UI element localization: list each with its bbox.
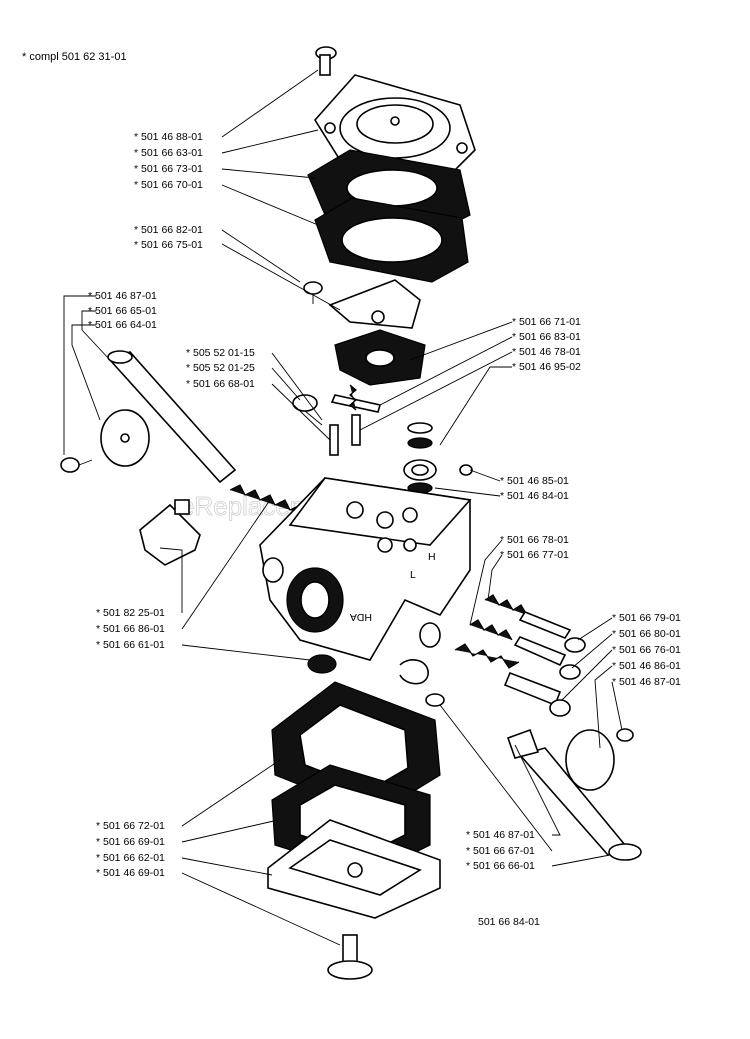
callouts-left-body: * 501 82 25-01 * 501 66 86-01 * 501 66 6… xyxy=(96,607,165,651)
callout-right-upper-3: * 501 46 95-02 xyxy=(512,361,581,373)
needle-arm-screw xyxy=(292,394,323,426)
callout-right-upper-0: * 501 66 71-01 xyxy=(512,316,581,328)
callout-needle-center-0: * 505 52 01-15 xyxy=(186,347,255,359)
callout-far-right-0: * 501 66 79-01 xyxy=(612,612,681,624)
callout-bottom-center-1: * 501 66 67-01 xyxy=(466,845,535,857)
callout-right-screen-1: * 501 46 84-01 xyxy=(500,490,569,502)
pump-gasket xyxy=(314,197,469,283)
kit-label: * compl 501 62 31-01 xyxy=(22,51,127,63)
callout-mid-left-1: * 501 66 75-01 xyxy=(134,239,203,251)
inlet-needle xyxy=(329,414,361,456)
callout-right-upper-2: * 501 46 78-01 xyxy=(512,346,581,358)
clip-screw xyxy=(425,693,445,707)
callout-shaft-left-1: * 501 66 65-01 xyxy=(88,305,157,317)
callouts-bottom-center: * 501 46 87-01 * 501 66 67-01 * 501 66 6… xyxy=(466,829,535,872)
filter-screw xyxy=(459,464,473,476)
callout-right-springs-1: * 501 66 77-01 xyxy=(500,549,569,561)
callout-bottom-left-3: * 501 46 69-01 xyxy=(96,867,165,879)
small-screw xyxy=(303,281,323,304)
cover-screw xyxy=(327,934,373,980)
callouts-right-upper: * 501 66 71-01 * 501 66 83-01 * 501 46 7… xyxy=(512,316,581,373)
throttle-shaft xyxy=(107,350,237,484)
body-marking-l: L xyxy=(410,569,416,581)
adjust-needle-h xyxy=(518,611,586,653)
body-marking-h: H xyxy=(428,551,436,563)
callout-needle-center-2: * 501 66 68-01 xyxy=(186,378,255,390)
throttle-screw xyxy=(60,457,93,473)
screen-housing xyxy=(403,459,437,481)
callout-mid-left-0: * 501 66 82-01 xyxy=(134,224,203,236)
top-screw xyxy=(315,46,337,76)
needle-lever xyxy=(330,394,382,413)
callouts-right-springs: * 501 66 78-01 * 501 66 77-01 xyxy=(500,534,569,561)
callouts-shaft-left: * 501 46 87-01 * 501 66 65-01 * 501 66 6… xyxy=(88,290,157,331)
body-marking-hda: HDA xyxy=(350,611,372,623)
callout-top-0: * 501 46 88-01 xyxy=(134,131,203,143)
needle-spring-h xyxy=(484,594,528,616)
callout-top-1: * 501 66 63-01 xyxy=(134,147,203,159)
diagram-number: 501 66 84-01 xyxy=(478,916,540,928)
carburetor-body xyxy=(259,477,472,661)
leader-lines xyxy=(63,69,623,946)
callout-right-upper-1: * 501 66 83-01 xyxy=(512,331,581,343)
callout-shaft-left-0: * 501 46 87-01 xyxy=(88,290,157,302)
lever-plate xyxy=(328,279,421,329)
callout-bottom-center-2: * 501 66 66-01 xyxy=(466,860,535,872)
clip xyxy=(399,659,429,685)
choke-screw xyxy=(616,728,634,742)
callout-right-springs-0: * 501 66 78-01 xyxy=(500,534,569,546)
callout-needle-center-1: * 505 52 01-25 xyxy=(186,362,255,374)
callout-left-body-0: * 501 82 25-01 xyxy=(96,607,165,619)
callout-far-right-1: * 501 66 80-01 xyxy=(612,628,681,640)
callout-far-right-2: * 501 66 76-01 xyxy=(612,644,681,656)
callout-bottom-center-0: * 501 46 87-01 xyxy=(466,829,535,841)
choke-shaft xyxy=(518,747,642,861)
choke-valve xyxy=(565,729,615,791)
callouts-far-right: * 501 66 79-01 * 501 66 80-01 * 501 66 7… xyxy=(612,612,681,688)
callout-bottom-left-0: * 501 66 72-01 xyxy=(96,820,165,832)
callout-shaft-left-2: * 501 66 64-01 xyxy=(88,319,157,331)
callout-left-body-1: * 501 66 86-01 xyxy=(96,623,165,635)
idle-spring xyxy=(454,643,520,669)
fuel-fitting xyxy=(139,499,201,566)
screen-ring-mid xyxy=(407,437,433,449)
throttle-valve xyxy=(100,409,150,467)
callout-right-screen-0: * 501 46 85-01 xyxy=(500,475,569,487)
choke-detent xyxy=(506,728,540,759)
callout-far-right-3: * 501 46 86-01 xyxy=(612,660,681,672)
inlet-gasket xyxy=(334,329,426,386)
callouts-mid-left: * 501 66 82-01 * 501 66 75-01 xyxy=(134,224,203,251)
lever-spring xyxy=(349,384,357,411)
callout-left-body-2: * 501 66 61-01 xyxy=(96,639,165,651)
callout-far-right-4: * 501 46 87-01 xyxy=(612,676,681,688)
idle-screw xyxy=(503,671,571,717)
callout-bottom-left-1: * 501 66 69-01 xyxy=(96,836,165,848)
screen-ring-top xyxy=(407,422,433,434)
callouts-top: * 501 46 88-01 * 501 66 63-01 * 501 66 7… xyxy=(134,131,203,191)
pump-cover xyxy=(314,74,476,186)
callouts-right-screen: * 501 46 85-01 * 501 46 84-01 xyxy=(500,475,569,502)
needle-spring-l xyxy=(469,619,513,641)
metering-cover xyxy=(267,819,441,919)
callout-bottom-left-2: * 501 66 62-01 xyxy=(96,852,165,864)
adjust-needle-l xyxy=(513,636,581,680)
callout-top-3: * 501 66 70-01 xyxy=(134,179,203,191)
callouts-bottom-left: * 501 66 72-01 * 501 66 69-01 * 501 66 6… xyxy=(96,820,165,879)
callout-top-2: * 501 66 73-01 xyxy=(134,163,203,175)
body-plug xyxy=(307,654,337,674)
callouts-needle-center: * 505 52 01-15 * 505 52 01-25 * 501 66 6… xyxy=(186,347,255,390)
